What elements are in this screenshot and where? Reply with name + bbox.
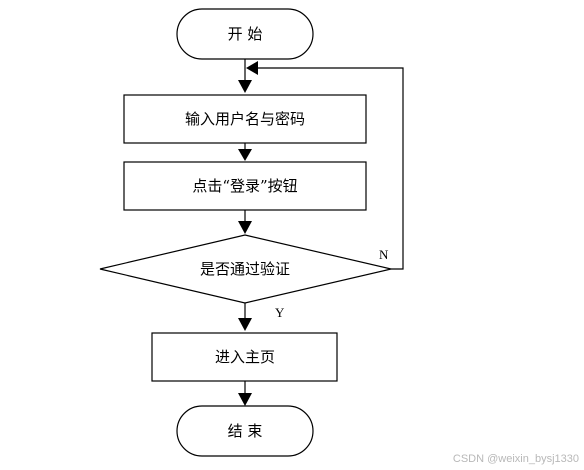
- input-credentials-label: 输入用户名与密码: [185, 110, 305, 128]
- edge-start-to-input: [238, 59, 252, 93]
- edge-input-to-click: [238, 143, 252, 161]
- yes-label: Y: [275, 305, 285, 320]
- edge-verify-no-loop: N: [246, 61, 404, 270]
- end-node: 结 束: [176, 405, 314, 457]
- verify-label: 是否通过验证: [200, 260, 290, 278]
- verify-decision-node: 是否通过验证: [99, 234, 392, 304]
- start-node: 开 始: [176, 8, 314, 60]
- watermark: CSDN @weixin_bysj1330: [453, 453, 579, 465]
- edge-click-to-verify: [238, 210, 252, 234]
- no-label: N: [379, 247, 389, 262]
- edge-verify-yes: Y: [238, 303, 285, 331]
- edge-home-to-end: [238, 381, 252, 406]
- click-login-node: 点击“登录”按钮: [123, 161, 367, 211]
- enter-home-label: 进入主页: [215, 348, 275, 366]
- input-credentials-node: 输入用户名与密码: [123, 94, 367, 144]
- enter-home-node: 进入主页: [151, 332, 338, 382]
- end-label: 结 束: [228, 422, 263, 440]
- click-login-label: 点击“登录”按钮: [192, 177, 297, 195]
- start-label: 开 始: [228, 25, 263, 43]
